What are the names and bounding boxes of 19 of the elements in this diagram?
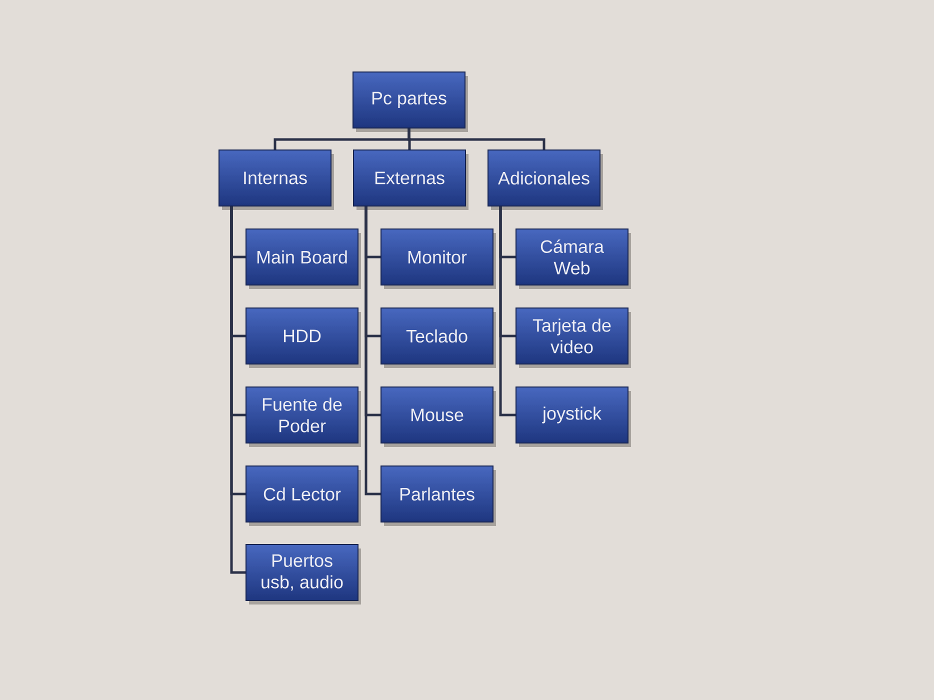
connector-line	[499, 206, 516, 416]
org-chart-box: Cámara Web	[516, 228, 631, 289]
org-chart-box: Monitor	[380, 228, 496, 289]
connector-line	[408, 128, 546, 150]
org-chart-box: Parlantes	[380, 466, 496, 526]
org-chart-box: HDD	[246, 308, 361, 368]
org-chart-box: Externas	[353, 150, 468, 210]
org-chart-box: Pc partes	[352, 72, 468, 132]
org-chart-box: Cd Lector	[246, 466, 361, 526]
org-chart-box: Adicionales	[488, 150, 603, 210]
org-chart-box: Teclado	[380, 308, 496, 368]
org-chart-box: joystick	[516, 386, 631, 447]
org-chart-box: Tarjeta de video	[516, 308, 631, 368]
connector-line	[364, 206, 380, 496]
org-chart-box: Puertos usb, audio	[246, 544, 361, 604]
org-chart-box: Internas	[218, 150, 334, 210]
org-chart-box: Mouse	[380, 386, 496, 447]
org-chart-box: Fuente de Poder	[246, 386, 361, 447]
org-chart-box: Main Board	[246, 228, 361, 289]
